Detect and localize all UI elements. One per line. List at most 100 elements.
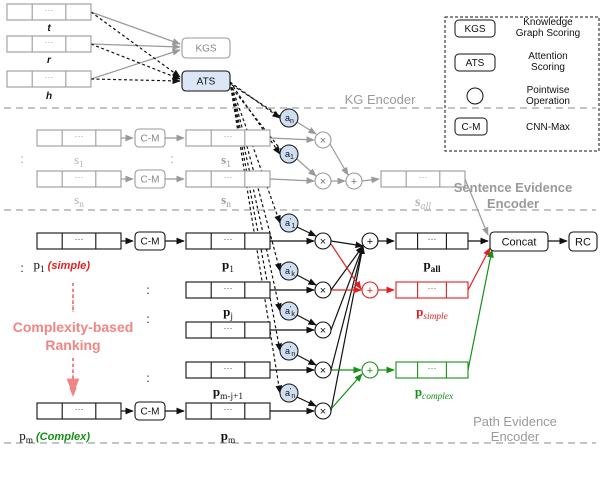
arrow-t-to-kgs <box>90 11 181 45</box>
concat-module-text: Concat <box>502 236 537 248</box>
path-multiply-2-symbol: × <box>320 285 326 297</box>
legend-item-3-swatch <box>466 87 484 105</box>
path-vec-j-frame <box>185 281 271 299</box>
kg-input-h: ··· <box>6 70 92 88</box>
path-all-vec-frame <box>395 232 469 250</box>
section-dividers <box>4 107 596 444</box>
path-vec-mid-ellipsis: ··· <box>224 323 233 333</box>
sentence-vec-vdots: : <box>170 152 173 166</box>
attention-path-4-symbol: a'n <box>285 346 295 358</box>
rc-module-text: RC <box>575 236 591 248</box>
legend-item-4-desc-1: CNN-Max <box>526 122 570 133</box>
path-sum-simple-symbol: + <box>367 285 373 297</box>
sentence-vec-n-ellipsis: ··· <box>224 172 233 182</box>
sentence-cm-1-frame <box>134 128 166 148</box>
path-sum-all-ring <box>361 232 379 250</box>
path-multiply-3: × <box>314 321 332 339</box>
sentence-multiply-1-ring <box>314 131 332 149</box>
arrow-ats-to-attention-extra-2 <box>231 87 282 151</box>
sentence-input-1-label: s1 <box>74 152 84 170</box>
arrow-s1-to-multiply <box>269 136 315 144</box>
path-multiply-1-ring <box>314 232 332 250</box>
attention-path-2: a'k <box>279 261 299 281</box>
arrow-multiply-1-to-sum-simple <box>330 243 362 290</box>
path-cm-m-text: C-M <box>141 407 160 418</box>
path-vec-m: ··· <box>185 402 271 420</box>
path-all-vec: ··· <box>395 232 469 250</box>
concat-module: Concat <box>489 231 549 252</box>
legend-item-2-desc-2: Scoring <box>531 62 565 73</box>
sentence-all-vec-frame <box>380 170 466 188</box>
path-multiply-4-ring <box>314 361 332 379</box>
legend-item-1-desc-1: Knowledge <box>523 17 573 28</box>
path-encoder-label-line1: Path Evidence <box>473 414 557 429</box>
legend-item-1-key: KGS <box>464 24 485 35</box>
path-multiply-2-ring <box>314 281 332 299</box>
sentence-cm-n-frame <box>134 169 166 189</box>
attention-path-5-symbol: a'n <box>285 388 295 400</box>
kgs-module-text: KGS <box>195 44 216 55</box>
arrow-mult1-to-sum <box>329 143 349 176</box>
sentence-cm-1: C-M <box>134 128 166 148</box>
path-multiply-5-symbol: × <box>320 406 326 418</box>
legend-item-2-swatch <box>454 53 496 72</box>
path-cm-1-frame <box>134 231 166 251</box>
legend-item-3-desc-2: Operation <box>526 96 570 107</box>
legend-frame <box>444 16 600 152</box>
path-all-label: pall <box>423 257 441 275</box>
rc-module: RC <box>568 231 598 252</box>
path-cm-m: C-M <box>134 401 166 421</box>
path-complex-vec-ellipsis: ··· <box>428 363 437 373</box>
sentence-vec-1-ellipsis: ··· <box>224 131 233 141</box>
path-multiply-3-ring <box>314 321 332 339</box>
attention-path-1-symbol: a'1 <box>285 218 295 230</box>
ats-module-text: ATS <box>197 77 216 88</box>
path-simple-vec: ··· <box>395 281 469 299</box>
path-sum-complex: + <box>361 361 379 379</box>
sentence-all-vec: ··· <box>380 170 466 188</box>
legend-item-1-swatch <box>454 19 496 38</box>
sentence-vec-1: ··· <box>185 129 271 147</box>
path-cm-m-frame <box>134 401 166 421</box>
sentence-input-vdots: : <box>20 152 23 166</box>
arrow-multiply-1-to-sum-all <box>330 240 364 249</box>
arrow-multiply-3-to-sum-all <box>330 245 364 331</box>
sentence-encoder-label-line2: Encoder <box>487 196 539 211</box>
legend-item-3-desc-1: Pointwise <box>527 85 570 96</box>
path-vec-mj1: ··· <box>185 361 271 379</box>
path-vec-j-label: pj <box>223 304 233 322</box>
kg-input-r: ··· <box>6 35 92 53</box>
legend-item-4-swatch <box>454 117 488 136</box>
arrow-multiply-4-to-sum-all <box>330 245 365 371</box>
path-sum-all-symbol: + <box>367 236 373 248</box>
path-multiply-5: × <box>314 402 332 420</box>
attention-path-4: a'n <box>279 341 299 361</box>
attention-path-3: a'k <box>279 301 299 321</box>
arrow-t-to-ats <box>90 11 181 78</box>
arrow-ats-to-attention-5 <box>229 81 282 312</box>
arrow-pcomplex-to-concat <box>467 249 494 371</box>
path-vec-vdots-1: : <box>146 283 149 297</box>
path-vec-j-ellipsis: ··· <box>224 283 233 293</box>
path-simple-vec-frame <box>395 281 469 299</box>
kg-input-t-label: t <box>47 23 51 34</box>
path-vec-1-label: p1 <box>222 257 234 275</box>
path-vec-vdots-2: : <box>146 312 149 326</box>
arrow-attn-5-to-multiply <box>296 396 317 407</box>
arrow-r-to-ats <box>90 43 181 80</box>
arrow-psimple-to-concat <box>467 247 491 291</box>
attention-path-5: a'n <box>279 383 299 403</box>
kg-input-r-label: r <box>47 55 52 66</box>
path-complex-vec-frame <box>395 361 469 379</box>
path-vec-mid-frame <box>185 321 271 339</box>
path-vec-mj1-label: pm-j+1 <box>213 384 243 402</box>
sentence-cm-1-text: C-M <box>141 134 160 145</box>
nodes: ·········trhKGSATS······:s1snC-MC-M·····… <box>6 3 598 446</box>
kg-input-r-ellipsis: ··· <box>45 37 54 47</box>
path-input-m: ··· <box>36 402 122 420</box>
kg-input-t-frame <box>6 3 92 21</box>
